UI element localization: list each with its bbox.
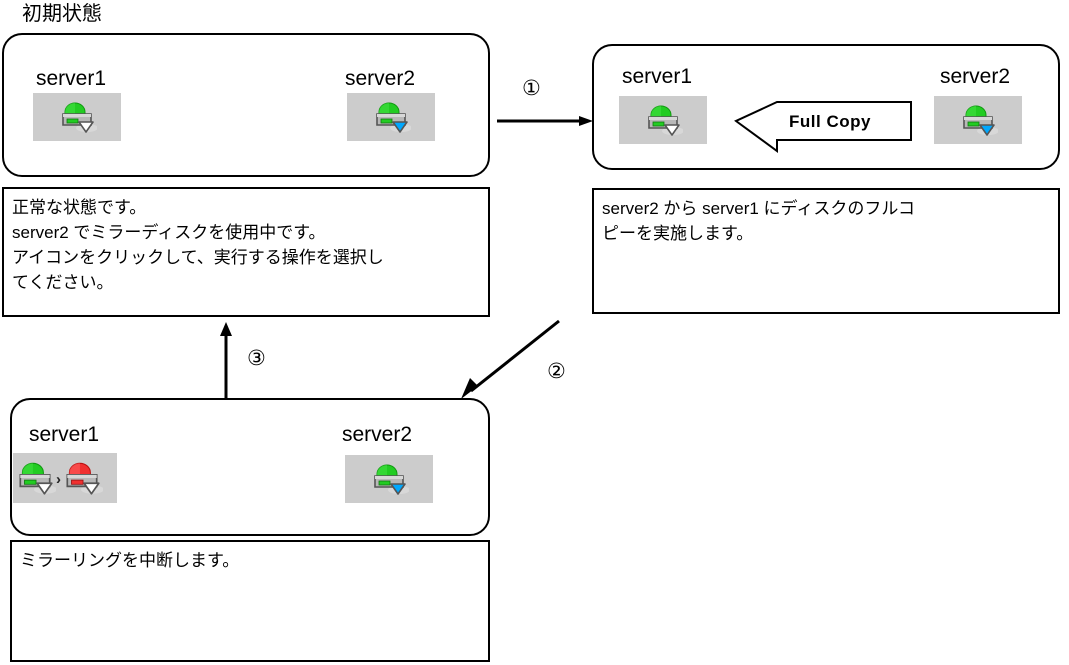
mirror-disk-icon-red-error <box>66 462 103 495</box>
mirror-break-separator-icon: › <box>56 470 61 488</box>
page-title: 初期状態 <box>22 3 102 25</box>
node-initial-description: 正常な状態です。 server2 でミラーディスクを使用中です。 アイコンをクリ… <box>2 187 490 317</box>
mirror-disk-icon-green-active <box>374 464 409 495</box>
node-initial-server2-icon-plate[interactable] <box>347 93 435 141</box>
mirror-disk-icon-green-standby <box>62 102 97 133</box>
node-suspend-server1-label: server1 <box>29 423 100 446</box>
node-suspend-server2-icon-plate[interactable] <box>345 455 433 503</box>
mirror-disk-icon-green-standby <box>648 105 683 136</box>
node-suspend-server1-icon-plate[interactable]: › <box>13 453 117 503</box>
node-suspend-server2-label: server2 <box>342 423 413 446</box>
node-suspend-description: ミラーリングを中断します。 <box>10 540 490 662</box>
full-copy-block-arrow <box>734 101 912 153</box>
transition-marker-1: ① <box>522 77 541 100</box>
transition-arrow-3 <box>220 322 232 400</box>
node-fullcopy-server2-label: server2 <box>940 65 1011 88</box>
node-fullcopy-server1-icon-plate[interactable] <box>619 96 707 144</box>
node-fullcopy-description: server2 から server1 にディスクのフルコ ピーを実施します。 <box>592 188 1060 314</box>
node-initial-server1-label: server1 <box>36 67 107 90</box>
node-initial-server1-icon-plate[interactable] <box>33 93 121 141</box>
transition-arrow-1 <box>497 116 593 126</box>
node-fullcopy-server1-label: server1 <box>622 65 693 88</box>
mirror-disk-icon-green-standby <box>19 462 56 495</box>
transition-marker-3: ③ <box>247 347 266 370</box>
node-initial-server2-label: server2 <box>345 67 416 90</box>
transition-marker-2: ② <box>547 360 566 383</box>
transition-arrow-2 <box>461 319 560 399</box>
mirror-disk-icon-green-active <box>376 102 411 133</box>
full-copy-label: Full Copy <box>789 112 871 131</box>
node-fullcopy-server2-icon-plate[interactable] <box>934 96 1022 144</box>
mirror-disk-icon-green-active <box>963 105 998 136</box>
